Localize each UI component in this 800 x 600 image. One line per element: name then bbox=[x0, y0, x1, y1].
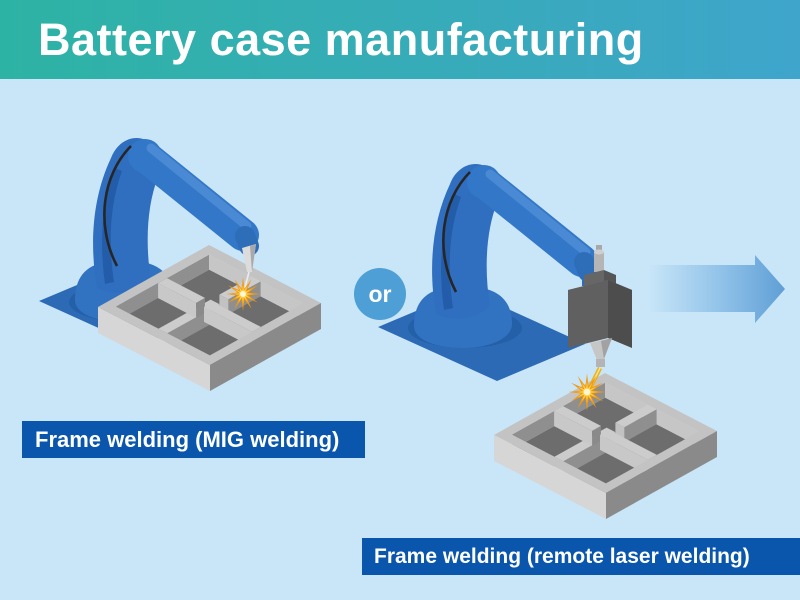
robot-arm-icon bbox=[378, 164, 588, 381]
or-label: or bbox=[368, 280, 392, 307]
battery-frame-icon bbox=[494, 373, 717, 519]
or-badge: or bbox=[354, 268, 406, 320]
laser-welding-illustration bbox=[350, 150, 717, 519]
mig-torch-icon bbox=[242, 244, 256, 292]
mig-welding-illustration bbox=[15, 90, 321, 391]
next-step-arrow-icon bbox=[648, 255, 785, 323]
label-mig-welding: Frame welding (MIG welding) bbox=[22, 421, 365, 458]
page-title: Battery case manufacturing bbox=[38, 13, 644, 65]
label-laser-welding: Frame welding (remote laser welding) bbox=[362, 538, 800, 575]
laser-head-icon bbox=[568, 245, 632, 367]
header-banner: Battery case manufacturing bbox=[0, 0, 800, 79]
